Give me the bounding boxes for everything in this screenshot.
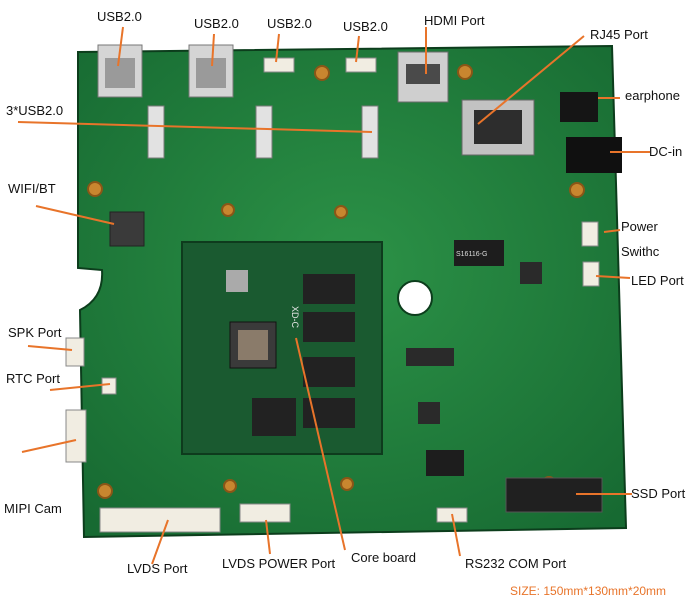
label-switch: Swithc (621, 244, 660, 259)
chip-s16116 (454, 240, 504, 266)
label-spk-port: SPK Port (8, 325, 62, 340)
label-dc-in: DC-in (649, 144, 683, 159)
label-size: SIZE: 150mm*130mm*20mm (510, 584, 667, 598)
label-power: Power (621, 219, 658, 234)
label-mipi-cam: MIPI Cam (4, 501, 62, 516)
pin-header (406, 348, 454, 366)
usb-port-left (97, 44, 143, 98)
hdmi-connector (397, 51, 449, 103)
label-lvds-port: LVDS Port (127, 561, 188, 576)
mipi-connector (65, 409, 87, 463)
label-led-port: LED Port (631, 273, 684, 288)
earphone-jack (560, 92, 598, 122)
mounting-hole (397, 280, 433, 316)
rtc-connector (101, 377, 117, 395)
label-core-board: Core board (351, 550, 417, 565)
label-ssd-port: SSD Port (631, 486, 686, 501)
spk-connector (65, 337, 85, 367)
usb-header-2 (345, 57, 377, 73)
power-switch-connector (581, 221, 599, 247)
copper-pads (87, 64, 585, 499)
label-usb-4: USB2.0 (343, 19, 388, 34)
label-earphone: earphone (625, 88, 680, 103)
pointer-lines (17, 26, 650, 565)
label-usb-1: USB2.0 (97, 9, 142, 24)
lvds-connector (99, 507, 221, 533)
label-usb-2: USB2.0 (194, 16, 239, 31)
label-lvds-power-port: LVDS POWER Port (222, 556, 336, 571)
chip-mid (418, 402, 440, 424)
core-board (181, 241, 383, 455)
usb-header-1 (263, 57, 295, 73)
label-rtc-port: RTC Port (6, 371, 60, 386)
led-connector (582, 261, 600, 287)
dc-in-jack (566, 137, 622, 173)
usb-port-center (188, 44, 234, 98)
lvds-power-connector (239, 503, 291, 523)
chip-right (520, 262, 542, 284)
chip-lower (426, 450, 464, 476)
core-marking: XD-C (290, 306, 300, 328)
label-wifi-bt: WIFI/BT (8, 181, 56, 196)
label-rs232-port: RS232 COM Port (465, 556, 567, 571)
wifi-bt-module (109, 211, 145, 247)
vertical-usb-headers (147, 105, 379, 159)
chip-marking: S16116-G (456, 251, 487, 258)
rj45-connector (461, 99, 535, 156)
label-hdmi: HDMI Port (424, 13, 485, 28)
label-rj45: RJ45 Port (590, 27, 648, 42)
label-3-usb: 3*USB2.0 (6, 103, 64, 118)
label-usb-3: USB2.0 (267, 16, 312, 31)
